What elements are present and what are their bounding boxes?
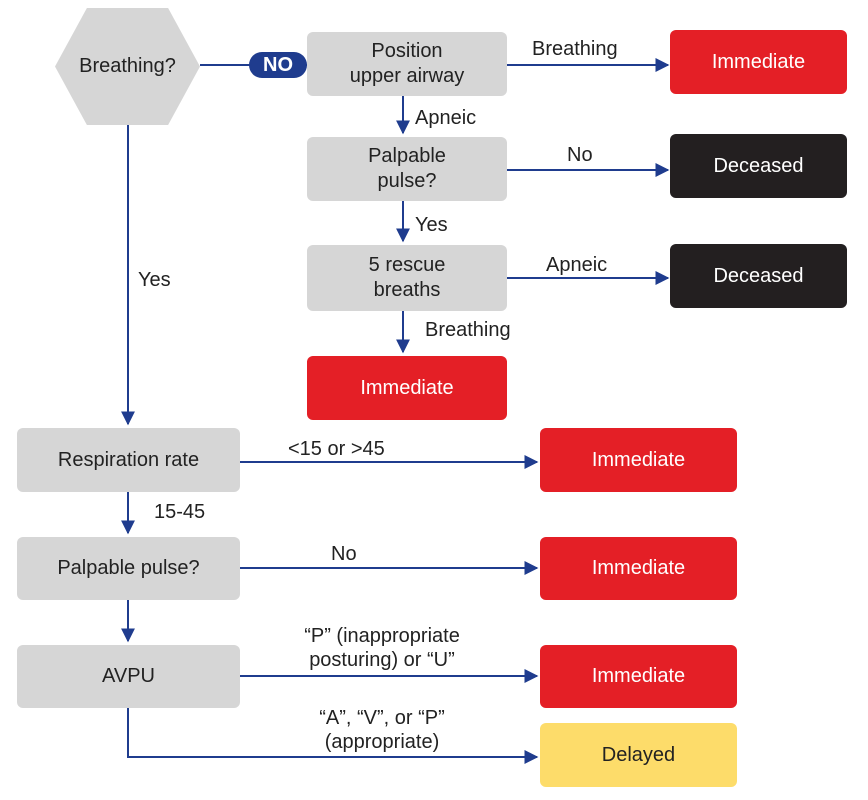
immediate-after-airway: Immediate bbox=[670, 30, 847, 94]
label-breathing: Breathing bbox=[532, 38, 618, 60]
breathing-decision-label: Breathing? bbox=[79, 55, 176, 77]
edge-avpu-to-delayed bbox=[127, 708, 539, 764]
label-rr-normal: 15-45 bbox=[154, 501, 206, 523]
label-no-2: No bbox=[331, 543, 357, 565]
immediate-after-rescue: Immediate bbox=[307, 356, 507, 420]
label-yes-1: Yes bbox=[415, 214, 448, 236]
label-yes-main: Yes bbox=[138, 269, 171, 291]
immediate-pulse: Immediate bbox=[540, 537, 737, 600]
rescue-breaths-box: 5 rescue breaths bbox=[307, 245, 507, 311]
position-airway-box: Position upper airway bbox=[307, 32, 507, 96]
label-apneic-1: Apneic bbox=[415, 107, 477, 129]
label-avp: “A”, “V”, or “P” (appropriate) bbox=[319, 707, 445, 753]
avpu-box: AVPU bbox=[17, 645, 240, 708]
immediate-avpu: Immediate bbox=[540, 645, 737, 708]
deceased-no-pulse: Deceased bbox=[670, 134, 847, 198]
palpable-pulse-box: Palpable pulse? bbox=[17, 537, 240, 600]
palpable-pulse-top-box: Palpable pulse? bbox=[307, 137, 507, 201]
respiration-rate-box: Respiration rate bbox=[17, 428, 240, 492]
delayed-box: Delayed bbox=[540, 723, 737, 787]
deceased-apneic: Deceased bbox=[670, 244, 847, 308]
label-rr-out: <15 or >45 bbox=[288, 438, 385, 460]
label-breathing-2: Breathing bbox=[425, 319, 511, 341]
label-p-or-u: “P” (inappropriate posturing) or “U” bbox=[304, 625, 460, 671]
no-pill: NO bbox=[249, 52, 307, 78]
label-apneic-2: Apneic bbox=[546, 254, 608, 276]
label-no-1: No bbox=[567, 144, 593, 166]
breathing-decision: Breathing? bbox=[55, 8, 200, 125]
immediate-respiration: Immediate bbox=[540, 428, 737, 492]
